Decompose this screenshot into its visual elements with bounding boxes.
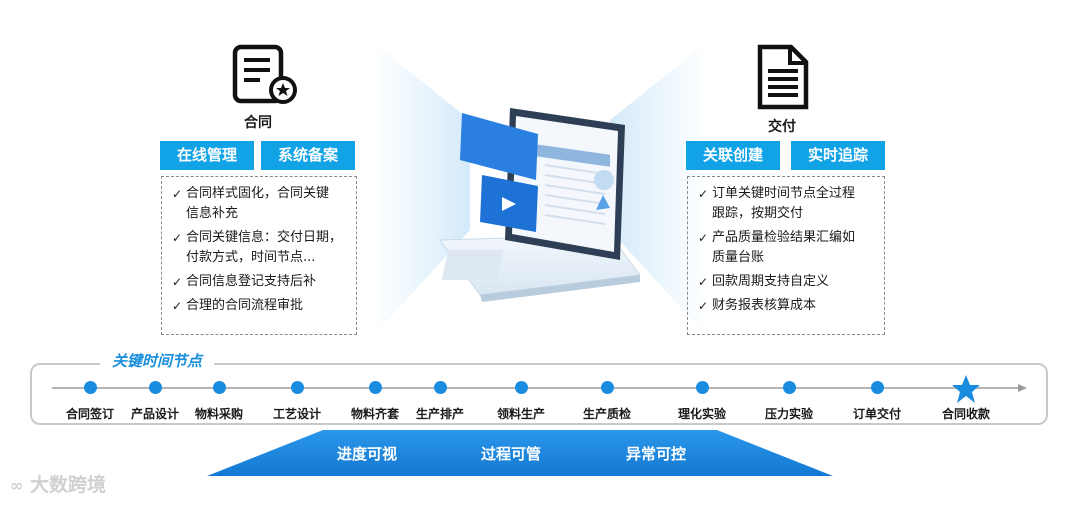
watermark: ∞ 大数跨境 [10, 470, 106, 497]
timeline-node [149, 381, 162, 394]
timeline-node [434, 381, 447, 394]
timeline-node [601, 381, 614, 394]
watermark-logo-icon: ∞ [10, 476, 24, 495]
timeline-label: 关键时间节点 [100, 350, 215, 371]
contract-document-icon [232, 44, 297, 104]
timeline-node-label: 物料齐套 [350, 407, 400, 421]
timeline-node [84, 381, 97, 394]
timeline-frame [30, 363, 1048, 425]
timeline-node [871, 381, 884, 394]
timeline-node [291, 381, 304, 394]
timeline-node-label: 领料生产 [496, 407, 546, 421]
timeline-node-label: 订单交付 [852, 407, 902, 421]
contract-title: 合同 [244, 115, 272, 131]
timeline-node [369, 381, 382, 394]
timeline-star-icon [952, 375, 980, 403]
timeline-node-label: 压力实验 [764, 407, 814, 421]
timeline-node-label: 工艺设计 [272, 407, 322, 421]
banner-item-process-manageable: 过程可管 [481, 445, 542, 463]
watermark-text: 大数跨境 [29, 474, 106, 496]
tag-associated-creation: 关联创建 [686, 141, 780, 170]
tag-real-time-tracking: 实时追踪 [791, 141, 885, 170]
list-item: 合同信息登记支持后补 [172, 272, 348, 292]
timeline-node-label: 物料采购 [194, 407, 244, 421]
timeline-node-label: 理化实验 [677, 407, 727, 421]
list-item: 合同关键信息：交付日期，付款方式，时间节点... [172, 228, 348, 268]
banner-item-exception-controllable: 异常可控 [626, 445, 687, 463]
tag-online-management: 在线管理 [160, 141, 254, 170]
bottom-banner [207, 430, 833, 476]
timeline-node-label: 生产质检 [582, 407, 632, 421]
delivery-document-icon [757, 44, 809, 110]
timeline-node-label: 产品设计 [130, 407, 180, 421]
list-item: 回款周期支持自定义 [698, 272, 876, 292]
tag-system-filing: 系统备案 [261, 141, 355, 170]
list-item: 财务报表核算成本 [698, 296, 876, 316]
timeline-node [515, 381, 528, 394]
timeline-node-label: 合同收款 [941, 407, 991, 421]
timeline-node-label: 生产排产 [415, 407, 465, 421]
timeline-node-label: 合同签订 [65, 407, 115, 421]
laptop-illustration [439, 108, 641, 302]
timeline-node [696, 381, 709, 394]
timeline-node [213, 381, 226, 394]
list-item: 合理的合同流程审批 [172, 296, 348, 316]
timeline-axis [52, 384, 1027, 392]
delivery-title: 交付 [768, 119, 796, 135]
timeline-node [783, 381, 796, 394]
banner-item-progress-visible: 进度可视 [337, 445, 398, 463]
